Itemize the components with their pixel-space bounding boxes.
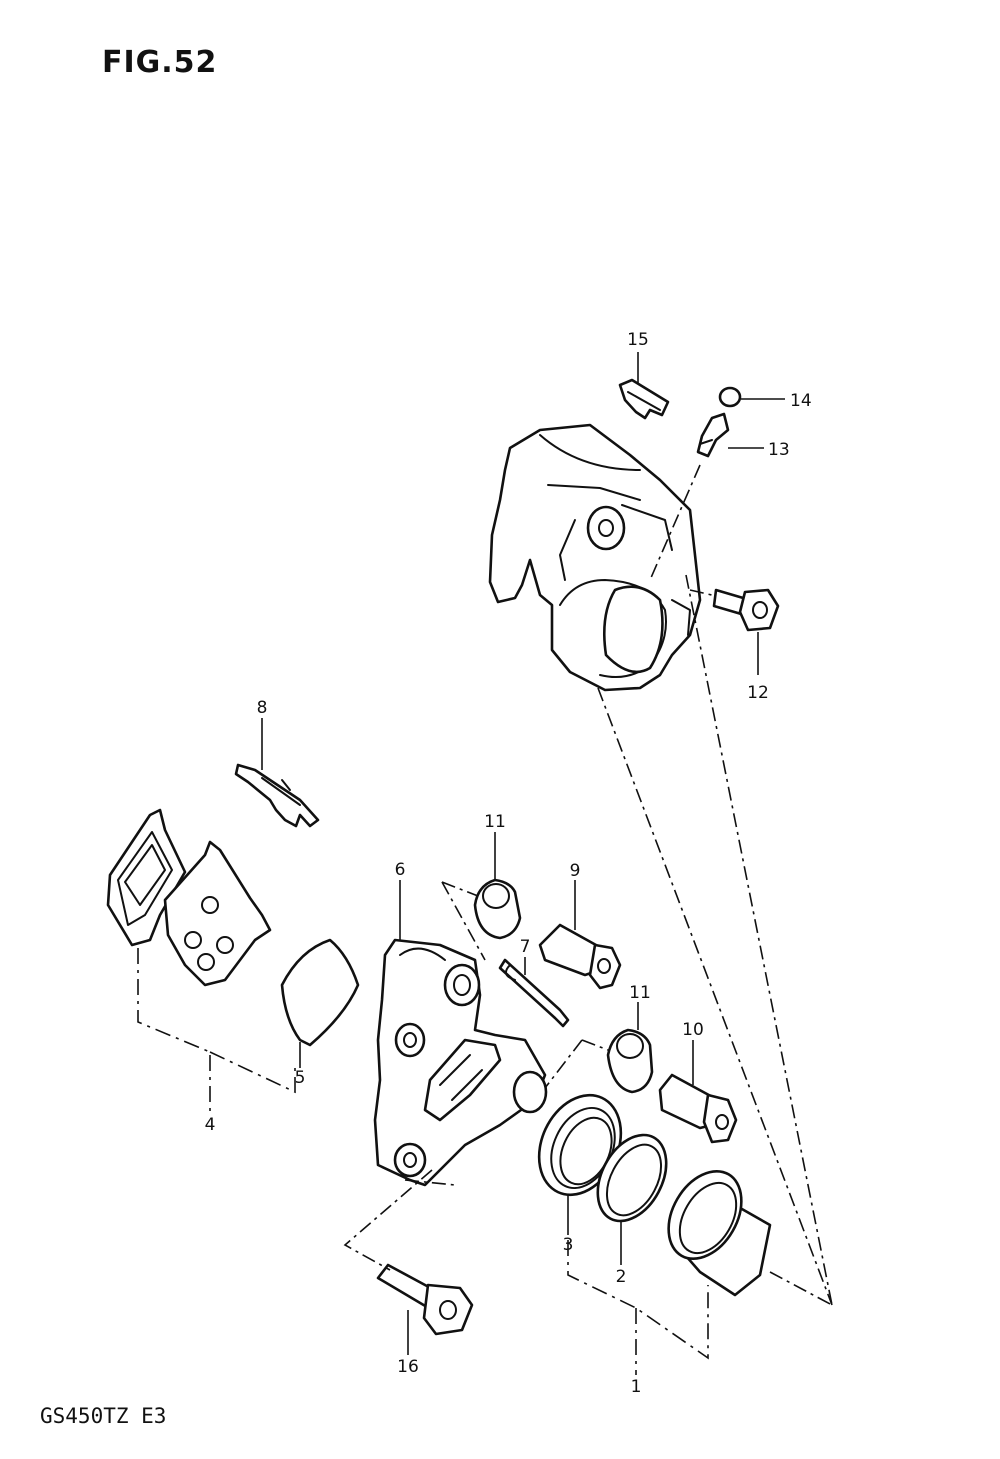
- bleeder-valve: [696, 412, 730, 458]
- leader-lines: [137, 352, 833, 1375]
- callout-3: 3: [563, 1235, 574, 1255]
- sliding-pin-lower: [658, 1073, 738, 1144]
- callout-12: 12: [747, 683, 769, 703]
- callout-7: 7: [520, 937, 531, 957]
- caliper-holder: [373, 938, 548, 1187]
- pad-spring-upper: [618, 378, 670, 420]
- brake-pad-inner: [163, 840, 272, 987]
- callout-10: 10: [682, 1020, 704, 1040]
- callout-4: 4: [205, 1115, 216, 1135]
- bleeder-cap: [718, 386, 742, 408]
- sliding-pin-upper: [538, 923, 622, 990]
- pad-spring-lower: [234, 763, 320, 828]
- piston: [667, 1169, 772, 1297]
- callout-13: 13: [768, 440, 790, 460]
- callout-2: 2: [616, 1267, 627, 1287]
- callout-11-upper: 11: [484, 812, 506, 832]
- callout-16: 16: [397, 1357, 419, 1377]
- callout-11-lower: 11: [629, 983, 651, 1003]
- pad-shim: [280, 938, 360, 1047]
- piston-seal: [596, 1133, 668, 1223]
- callout-8: 8: [257, 698, 268, 718]
- callout-15: 15: [627, 330, 649, 350]
- callout-14: 14: [790, 391, 812, 411]
- callout-9: 9: [570, 861, 581, 881]
- holder-bolt: [376, 1263, 474, 1336]
- model-code: GS450TZ E3: [40, 1404, 166, 1428]
- boot-lower: [606, 1028, 654, 1094]
- callout-labels: 15 14 13 12 8 11 6 9 7 11 10 5 4 3 2 16 …: [205, 330, 812, 1397]
- callout-6: 6: [395, 860, 406, 880]
- caliper-bolt-12: [712, 588, 780, 632]
- callout-1: 1: [631, 1377, 642, 1397]
- boot-upper: [473, 878, 522, 940]
- pad-pin: [498, 958, 570, 1028]
- caliper-body-upper: [488, 423, 702, 692]
- callout-5: 5: [295, 1068, 306, 1088]
- figure-title: FIG.52: [102, 45, 217, 80]
